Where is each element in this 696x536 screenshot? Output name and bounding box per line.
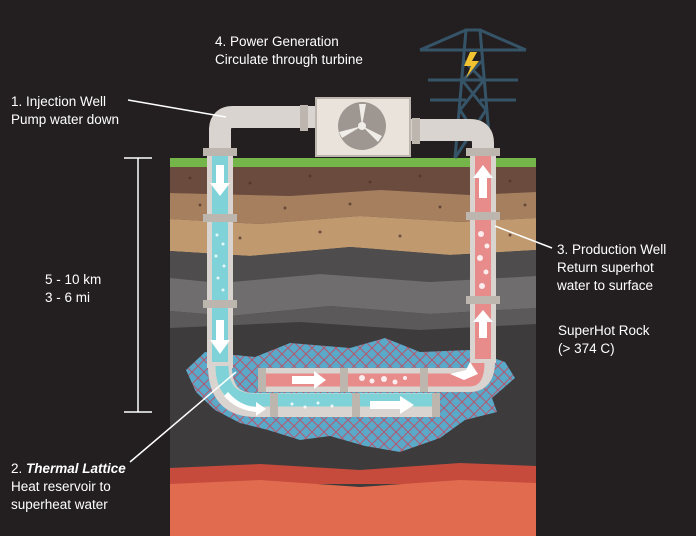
injection-flow-arrows <box>210 165 230 354</box>
superhot-rock-temp: (> 374 C) <box>558 341 615 356</box>
depth-km: 5 - 10 km <box>45 272 102 287</box>
depth-bracket <box>124 157 152 413</box>
production-well-desc-1: Return superhot <box>557 260 654 275</box>
magma-lower <box>170 480 536 536</box>
lattice-flow-arrows <box>224 362 478 416</box>
thermal-lattice-label: 2. Thermal Lattice Heat reservoir to sup… <box>11 460 126 514</box>
thermal-lattice-desc-2: superheat water <box>11 497 108 512</box>
rock-layer-dark <box>170 247 536 283</box>
production-flow-arrows <box>473 165 493 338</box>
production-well-pipe <box>466 148 500 363</box>
topsoil-layer <box>170 167 536 196</box>
surface-pipe <box>209 105 494 150</box>
thermal-lattice-prefix: 2. <box>11 461 27 476</box>
turbine-icon <box>315 97 411 157</box>
soil-specks <box>188 174 527 240</box>
depth-label: 5 - 10 km 3 - 6 mi <box>45 271 101 307</box>
superhot-rock-title: SuperHot Rock <box>558 323 650 338</box>
clay-layer <box>170 216 536 256</box>
hot-steam-bubbles <box>477 231 490 289</box>
production-well-label: 3. Production Well Return superhot water… <box>557 241 666 295</box>
magma-upper <box>170 463 536 484</box>
rock-layer-light <box>170 274 536 316</box>
rock-layer-mid <box>170 306 536 330</box>
thermal-lattice-title: 2. Thermal Lattice <box>11 460 126 478</box>
power-generation-desc: Circulate through turbine <box>215 52 363 67</box>
depth-mi: 3 - 6 mi <box>45 290 91 305</box>
injection-well-pipe <box>203 148 237 368</box>
thermal-lattice-desc-1: Heat reservoir to <box>11 479 111 494</box>
lightning-icon <box>464 52 479 78</box>
superhot-rock-label: SuperHot Rock (> 374 C) <box>558 322 650 358</box>
injection-well-desc: Pump water down <box>11 112 120 127</box>
soil-layer <box>170 190 536 224</box>
power-generation-label: 4. Power Generation Circulate through tu… <box>215 33 363 69</box>
power-generation-title: 4. Power Generation <box>215 34 339 49</box>
production-well-title: 3. Production Well <box>557 242 667 257</box>
injection-well-title: 1. Injection Well <box>11 94 107 109</box>
thermal-lattice-emphasis: Thermal Lattice <box>26 461 126 476</box>
cold-bubbles <box>214 233 226 292</box>
production-well-desc-2: water to surface <box>557 278 654 293</box>
label-leader-lines <box>127 99 553 463</box>
grass-layer <box>170 158 536 168</box>
steam-puffs <box>290 375 407 409</box>
injection-well-label: 1. Injection Well Pump water down <box>11 93 119 129</box>
